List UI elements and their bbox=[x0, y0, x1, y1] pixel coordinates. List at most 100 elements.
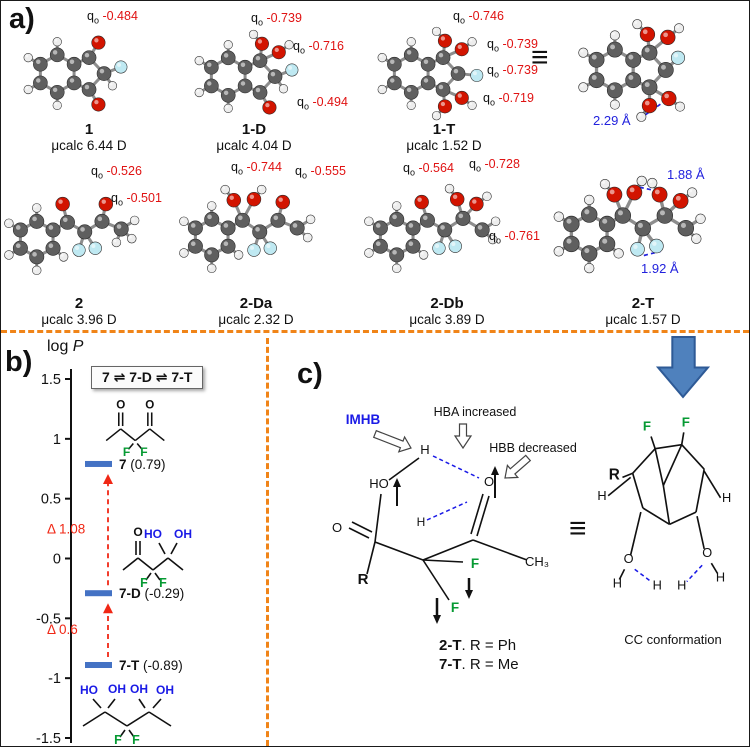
vertical-divider bbox=[266, 338, 269, 746]
svg-text:Δ 1.08: Δ 1.08 bbox=[47, 522, 85, 537]
molecule-1T-name: 1-T bbox=[432, 121, 456, 138]
logp-axis-title: log P bbox=[47, 338, 84, 355]
svg-text:H: H bbox=[677, 578, 686, 593]
svg-text:H: H bbox=[653, 578, 662, 593]
svg-text:F: F bbox=[643, 418, 651, 433]
svg-text:H: H bbox=[722, 490, 731, 505]
molecule-2Db-charge-2: qo -0.761 bbox=[489, 229, 540, 246]
molecule-2-charge-1: qo -0.501 bbox=[111, 191, 162, 208]
molecule-1D-charge-0: qo -0.739 bbox=[251, 11, 302, 28]
panel-a-label: a) bbox=[9, 3, 35, 35]
svg-text:O: O bbox=[133, 525, 142, 539]
hbond-distance-2T-bottom: 1.92 Å bbox=[641, 261, 679, 276]
molecule-2-dipole: μcalc 3.96 D bbox=[41, 312, 117, 327]
molecule-1D-model bbox=[194, 29, 299, 115]
molecule-2Db-name: 2-Db bbox=[430, 295, 464, 312]
svg-text:O: O bbox=[145, 399, 154, 412]
molecule-2Da-name: 2-Da bbox=[239, 295, 273, 312]
svg-text:O: O bbox=[332, 520, 342, 535]
molecule-1-dipole: μcalc 6.44 D bbox=[51, 138, 127, 153]
molecule-1T-charge-2: qo -0.739 bbox=[487, 63, 538, 80]
molecule-1-model bbox=[23, 35, 128, 112]
molecule-2Db-charge-1: qo -0.728 bbox=[469, 157, 520, 174]
molecule-1-name: 1 bbox=[84, 121, 94, 138]
molecule-1D-name: 1-D bbox=[241, 121, 267, 138]
hbond-distance-2T-top: 1.88 Å bbox=[667, 167, 705, 182]
molecule-1T-model bbox=[377, 26, 484, 121]
equivalence-sign-top: ≡ bbox=[531, 41, 549, 74]
svg-text:1.5: 1.5 bbox=[41, 372, 61, 388]
imhb-label: IMHB bbox=[346, 412, 381, 427]
svg-text:1: 1 bbox=[53, 432, 61, 448]
molecule-2T-model bbox=[553, 175, 706, 274]
svg-text:7 (0.79): 7 (0.79) bbox=[119, 457, 166, 472]
molecule-2T-name: 2-T bbox=[631, 295, 655, 312]
svg-text:F: F bbox=[682, 414, 690, 429]
molecule-2Db-charge-0: qo -0.564 bbox=[403, 161, 454, 178]
molecule-2-name: 2 bbox=[74, 295, 84, 312]
molecule-1T-charge-0: qo -0.746 bbox=[453, 9, 504, 26]
molecule-2Da-model bbox=[179, 184, 316, 274]
svg-text:H: H bbox=[417, 515, 426, 529]
svg-text:-1.5: -1.5 bbox=[36, 731, 61, 747]
svg-text:O: O bbox=[484, 474, 494, 489]
svg-text:H: H bbox=[716, 570, 725, 585]
molecule-1D-charge-2: qo -0.494 bbox=[297, 95, 348, 112]
r-group-legend-line-1: 2-T. R = Ph bbox=[439, 637, 517, 654]
down-arrow-icon bbox=[655, 336, 711, 399]
molecule-1D-dipole: μcalc 4.04 D bbox=[216, 138, 292, 153]
r-group-legend: 2-T. R = Ph 7-T. R = Me bbox=[439, 636, 519, 674]
svg-text:O: O bbox=[624, 551, 634, 566]
hba-increased-label: HBA increased bbox=[434, 405, 517, 419]
svg-text:OH: OH bbox=[108, 682, 126, 696]
molecule-2Db-model bbox=[364, 183, 501, 274]
svg-text:0: 0 bbox=[53, 552, 61, 568]
panel-c-label: c) bbox=[297, 358, 323, 390]
svg-text:F: F bbox=[140, 445, 147, 459]
molecule-1T-hbond-model bbox=[578, 19, 686, 122]
svg-text:F: F bbox=[114, 733, 122, 747]
svg-text:H: H bbox=[597, 488, 606, 503]
svg-text:OH: OH bbox=[174, 527, 192, 541]
hbb-decreased-label: HBB decreased bbox=[489, 441, 577, 455]
molecule-2-model bbox=[4, 196, 140, 276]
svg-text:F: F bbox=[132, 733, 140, 747]
molecule-2T-dipole: μcalc 1.57 D bbox=[605, 312, 681, 327]
svg-text:Δ 0.6: Δ 0.6 bbox=[47, 622, 78, 637]
svg-text:7-T (-0.89): 7-T (-0.89) bbox=[119, 658, 183, 673]
panel-b-label: b) bbox=[5, 346, 33, 378]
molecule-2Db-dipole: μcalc 3.89 D bbox=[409, 312, 485, 327]
molecule-1D-charge-1: qo -0.716 bbox=[293, 39, 344, 56]
svg-text:HO: HO bbox=[144, 527, 162, 541]
svg-text:H: H bbox=[613, 576, 622, 591]
svg-text:O: O bbox=[116, 399, 125, 412]
svg-text:0.5: 0.5 bbox=[41, 492, 61, 508]
svg-text:O: O bbox=[702, 545, 712, 560]
molecule-1-charge-0: qo -0.484 bbox=[87, 9, 138, 26]
svg-text:OH: OH bbox=[156, 683, 174, 697]
svg-text:F: F bbox=[159, 576, 167, 590]
hbond-distance-1T: 2.29 Å bbox=[593, 113, 631, 128]
svg-text:F: F bbox=[123, 445, 130, 459]
molecule-1T-dipole: μcalc 1.52 D bbox=[406, 138, 482, 153]
svg-text:H: H bbox=[420, 442, 429, 457]
svg-text:HO: HO bbox=[80, 683, 98, 697]
svg-text:HO: HO bbox=[369, 476, 389, 491]
r-group-legend-line-2: 7-T. R = Me bbox=[439, 656, 519, 673]
horizontal-divider bbox=[1, 330, 749, 333]
svg-text:R: R bbox=[358, 571, 369, 588]
molecule-2Da-charge-1: qo -0.555 bbox=[295, 164, 346, 181]
svg-text:-0.5: -0.5 bbox=[36, 611, 61, 627]
svg-text:CH₃: CH₃ bbox=[525, 554, 549, 569]
cc-conformation-label: CC conformation bbox=[624, 632, 722, 647]
svg-text:F: F bbox=[140, 576, 148, 590]
svg-text:7-D (-0.29): 7-D (-0.29) bbox=[119, 586, 184, 601]
equilibrium-legend: 7 ⇌ 7-D ⇌ 7-T bbox=[91, 366, 204, 389]
